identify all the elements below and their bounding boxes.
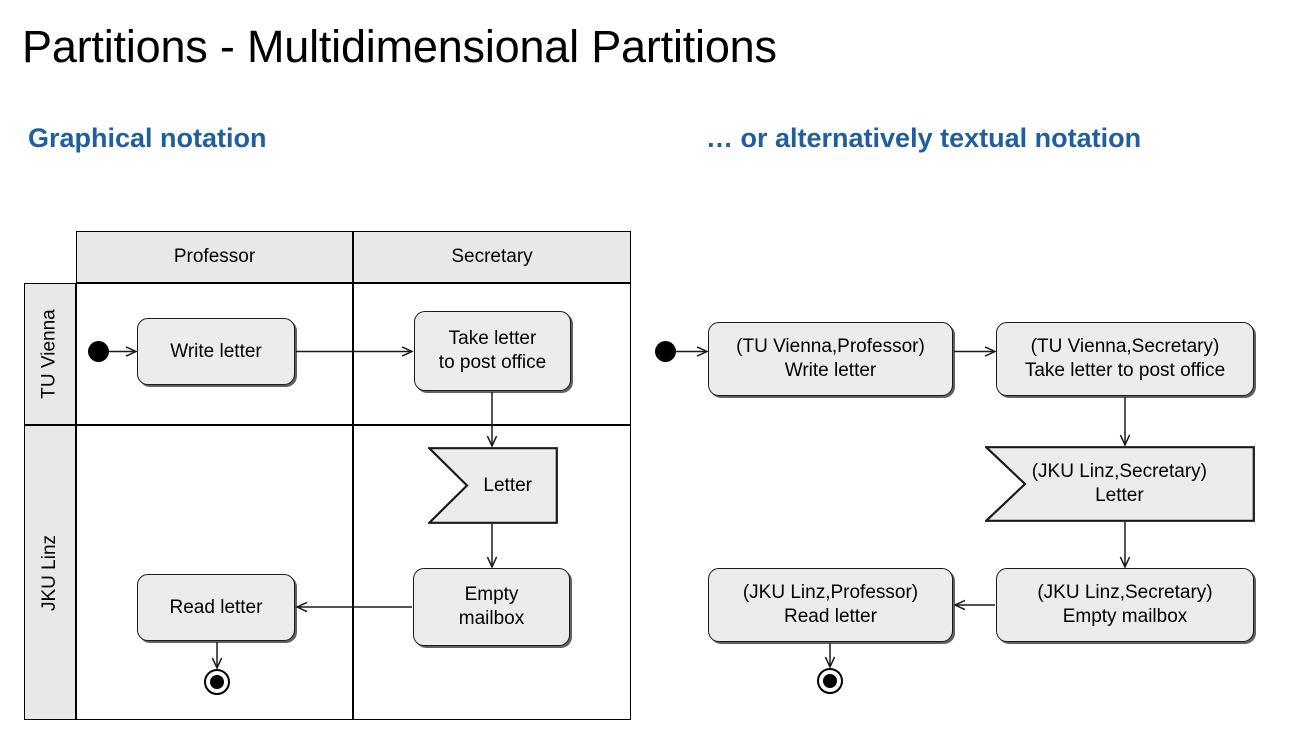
row-header-jku-linz: JKU Linz: [24, 425, 76, 720]
action-empty-mailbox-label: Empty mailbox: [458, 584, 525, 629]
action-take-letter-label: Take letter to post office: [438, 328, 547, 373]
column-header-professor: Professor: [76, 231, 353, 283]
textual-action-read-letter[interactable]: (JKU Linz,Professor) Read letter: [708, 568, 953, 642]
initial-node-textual: [655, 341, 676, 362]
textual-action-empty-mailbox[interactable]: (JKU Linz,Secretary) Empty mailbox: [996, 568, 1254, 642]
textual-signal-letter-label: (JKU Linz,Secretary) Letter: [1031, 461, 1207, 506]
action-read-letter-label: Read letter: [169, 596, 263, 618]
row-header-tu-vienna-label: TU Vienna: [39, 309, 60, 399]
signal-letter[interactable]: Letter: [428, 447, 558, 524]
subheading-graphical: Graphical notation: [28, 123, 267, 153]
row-header-jku-linz-label: JKU Linz: [39, 534, 60, 611]
signal-letter-label: Letter: [483, 474, 532, 496]
textual-action-take-letter-label: (TU Vienna,Secretary) Take letter to pos…: [1024, 336, 1226, 381]
textual-action-write-letter[interactable]: (TU Vienna,Professor) Write letter: [708, 322, 953, 396]
textual-action-empty-mailbox-label: (JKU Linz,Secretary) Empty mailbox: [1037, 582, 1213, 627]
signal-letter-shape: [428, 447, 558, 524]
column-header-professor-label: Professor: [173, 246, 256, 267]
initial-node-graphical: [88, 341, 109, 362]
textual-action-take-letter-to-post-office[interactable]: (TU Vienna,Secretary) Take letter to pos…: [996, 322, 1254, 396]
page-title: Partitions - Multidimensional Partitions: [22, 21, 777, 72]
lane-cell-tuvienna-professor: [76, 283, 353, 425]
final-node-textual: [817, 668, 843, 694]
textual-action-read-letter-label: (JKU Linz,Professor) Read letter: [742, 582, 919, 627]
action-write-letter[interactable]: Write letter: [137, 318, 295, 385]
column-header-secretary: Secretary: [353, 231, 631, 283]
row-header-tu-vienna: TU Vienna: [24, 283, 76, 425]
action-write-letter-label: Write letter: [170, 340, 262, 362]
textual-signal-letter-shape: [985, 446, 1255, 522]
column-header-secretary-label: Secretary: [451, 246, 533, 267]
subheading-textual: … or alternatively textual notation: [706, 123, 1142, 153]
textual-signal-letter[interactable]: (JKU Linz,Secretary) Letter: [985, 446, 1255, 522]
action-take-letter-to-post-office[interactable]: Take letter to post office: [414, 311, 571, 391]
textual-action-write-letter-label: (TU Vienna,Professor) Write letter: [736, 336, 925, 381]
action-empty-mailbox[interactable]: Empty mailbox: [413, 568, 570, 646]
action-read-letter[interactable]: Read letter: [137, 574, 295, 641]
final-node-graphical: [204, 669, 230, 695]
